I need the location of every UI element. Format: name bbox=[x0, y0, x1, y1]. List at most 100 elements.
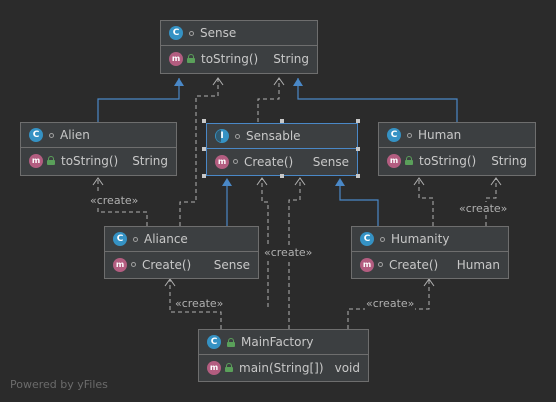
method-name: Create() bbox=[389, 257, 439, 272]
inheritance-edges bbox=[97, 78, 458, 226]
edge-humanity-to-human bbox=[418, 178, 434, 226]
method-name: main(String[]) bbox=[239, 360, 324, 375]
resize-handle-n[interactable] bbox=[280, 119, 284, 123]
edge-main-to-sensable-2 bbox=[288, 178, 301, 329]
method-name: toString() bbox=[201, 51, 259, 66]
class-icon: C bbox=[29, 128, 43, 142]
return-type: String bbox=[273, 51, 309, 66]
edge-main-to-sensable-1 bbox=[261, 178, 269, 307]
edge-aliance-to-sense bbox=[179, 78, 219, 226]
method-row[interactable]: m toString() String bbox=[21, 148, 176, 173]
method-icon: m bbox=[215, 154, 229, 169]
visibility-dot-icon bbox=[378, 262, 383, 267]
edge-main-to-humanity bbox=[347, 279, 430, 329]
dependency-arrowheads bbox=[92, 77, 502, 287]
dependency-edges bbox=[97, 78, 497, 329]
method-icon: m bbox=[29, 153, 43, 168]
powered-by-watermark: Powered by yFiles bbox=[10, 378, 108, 391]
arrowhead-sense-left bbox=[174, 78, 184, 86]
visibility-dot-icon bbox=[131, 262, 136, 267]
method-row[interactable]: m Create() Sense bbox=[207, 149, 357, 174]
arrowhead-sensable-right bbox=[335, 178, 345, 186]
class-aliance[interactable]: C Aliance m Create() Sense bbox=[104, 226, 259, 279]
class-name: MainFactory bbox=[241, 335, 314, 349]
class-icon: C bbox=[169, 26, 183, 40]
static-method-icon: m bbox=[207, 360, 221, 375]
class-aliance-header: C Aliance bbox=[105, 227, 258, 252]
edge-humanity-to-sensable bbox=[339, 186, 379, 226]
create-label-human: «create» bbox=[458, 202, 509, 215]
method-row[interactable]: m Create() Human bbox=[352, 252, 508, 277]
public-lock-icon bbox=[47, 156, 55, 165]
method-name: Create() bbox=[244, 154, 294, 169]
create-label-sensable: «create» bbox=[263, 246, 314, 259]
class-icon: C bbox=[360, 232, 374, 246]
edge-human-to-sense bbox=[297, 78, 458, 122]
resize-handle-sw[interactable] bbox=[202, 174, 206, 178]
arrowhead-sensable-left bbox=[222, 178, 232, 186]
visibility-dot-icon bbox=[407, 132, 412, 138]
visibility-dot-icon bbox=[189, 30, 194, 36]
visibility-dot-icon bbox=[133, 236, 138, 242]
class-icon: C bbox=[387, 128, 401, 142]
resize-handle-ne[interactable] bbox=[356, 119, 360, 123]
interface-icon: I bbox=[215, 129, 229, 143]
return-type: Human bbox=[456, 257, 500, 272]
method-icon: m bbox=[113, 257, 127, 272]
class-name: Sense bbox=[200, 26, 237, 40]
method-row[interactable]: m Create() Sense bbox=[105, 252, 258, 277]
interface-sensable-header: I Sensable bbox=[207, 124, 357, 149]
method-icon: m bbox=[169, 51, 183, 66]
interface-sensable[interactable]: I Sensable m Create() Sense bbox=[206, 123, 358, 176]
public-lock-icon bbox=[225, 363, 233, 372]
create-label-alien: «create» bbox=[89, 194, 140, 207]
class-sense-header: C Sense bbox=[161, 21, 317, 46]
class-mainfactory[interactable]: C MainFactory m main(String[]) void bbox=[198, 329, 369, 382]
class-humanity-header: C Humanity bbox=[352, 227, 508, 252]
public-lock-icon bbox=[227, 337, 235, 347]
create-label-aliance: «create» bbox=[174, 297, 225, 310]
create-label-humanity: «create» bbox=[365, 297, 416, 310]
resize-handle-s[interactable] bbox=[280, 174, 284, 178]
resize-handle-e[interactable] bbox=[356, 147, 360, 151]
method-icon: m bbox=[387, 153, 401, 168]
inheritance-arrowheads bbox=[174, 78, 345, 186]
class-sense[interactable]: C Sense m toString() String bbox=[160, 20, 318, 74]
edge-alien-to-sense bbox=[97, 78, 180, 122]
class-name: Alien bbox=[60, 128, 90, 142]
return-type: String bbox=[491, 153, 527, 168]
return-type: void bbox=[334, 360, 360, 375]
method-name: Create() bbox=[142, 257, 192, 272]
method-name: toString() bbox=[419, 153, 477, 168]
resize-handle-se[interactable] bbox=[356, 174, 360, 178]
return-type: Sense bbox=[213, 257, 250, 272]
class-human-header: C Human bbox=[379, 123, 535, 148]
edge-main-to-aliance bbox=[169, 279, 222, 329]
return-type: String bbox=[132, 153, 168, 168]
class-humanity[interactable]: C Humanity m Create() Human bbox=[351, 226, 509, 279]
method-row[interactable]: m main(String[]) void bbox=[199, 355, 368, 380]
class-icon: C bbox=[113, 232, 127, 246]
visibility-dot-icon bbox=[235, 133, 240, 139]
method-row[interactable]: m toString() String bbox=[379, 148, 535, 173]
method-icon: m bbox=[360, 257, 374, 272]
visibility-dot-icon bbox=[49, 132, 54, 138]
visibility-dot-icon bbox=[233, 159, 238, 164]
resize-handle-nw[interactable] bbox=[202, 119, 206, 123]
edge-sensable-to-sense bbox=[257, 78, 280, 122]
class-alien[interactable]: C Alien m toString() String bbox=[20, 122, 177, 176]
class-name: Human bbox=[418, 128, 462, 142]
class-name: Aliance bbox=[144, 232, 188, 246]
class-alien-header: C Alien bbox=[21, 123, 176, 148]
method-name: toString() bbox=[61, 153, 119, 168]
class-human[interactable]: C Human m toString() String bbox=[378, 122, 536, 176]
visibility-dot-icon bbox=[380, 236, 385, 242]
class-mainfactory-header: C MainFactory bbox=[199, 330, 368, 355]
return-type: Sense bbox=[312, 154, 349, 169]
class-name: Humanity bbox=[391, 232, 450, 246]
method-row[interactable]: m toString() String bbox=[161, 46, 317, 71]
interface-name: Sensable bbox=[246, 129, 301, 143]
arrowhead-sense-right bbox=[293, 78, 303, 86]
resize-handle-w[interactable] bbox=[202, 147, 206, 151]
runnable-class-icon: C bbox=[207, 335, 221, 349]
